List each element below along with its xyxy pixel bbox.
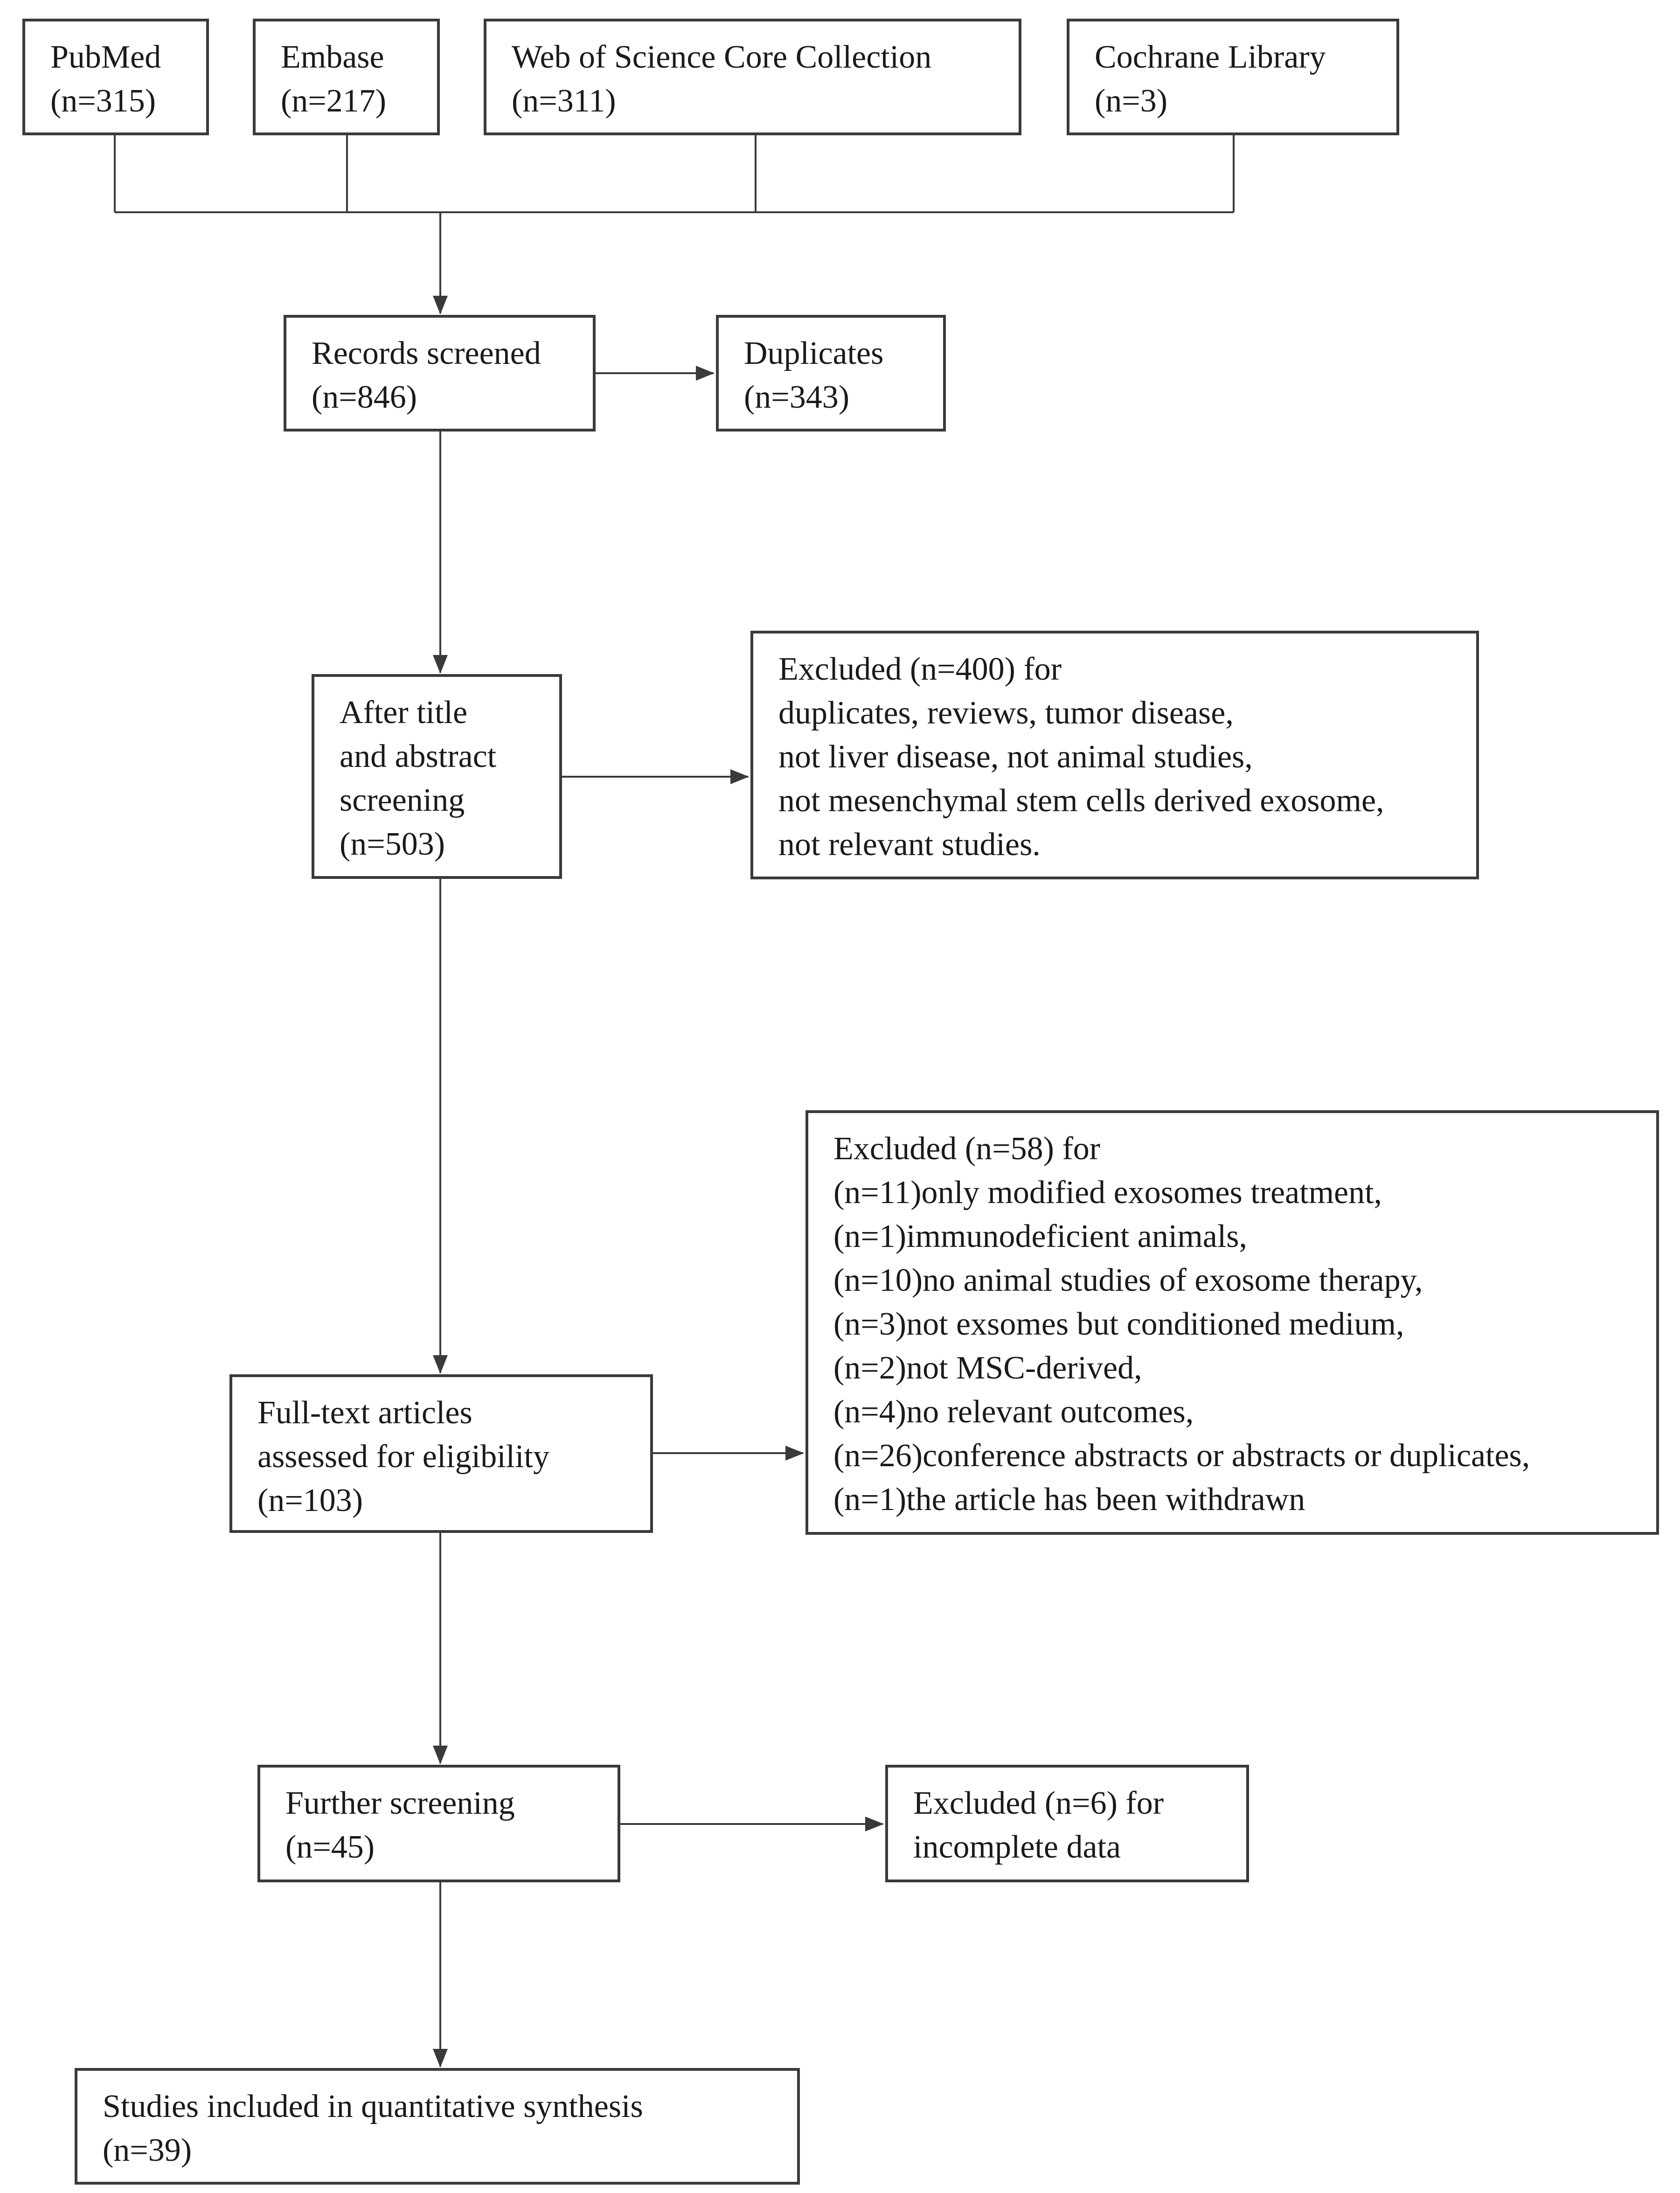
duplicates-count: (n=343) [744,379,850,415]
excluded-second-reason: (n=11)only modified exosomes treatment, [833,1175,1382,1211]
further-screening-box: Further screening (n=45) [257,1765,620,1882]
source-name: PubMed [50,39,161,75]
excluded-first-reason: not liver disease, not animal studies, [778,739,1253,775]
excluded-second-heading: Excluded (n=58) for [833,1131,1101,1167]
title-abstract-line: screening [340,782,465,818]
excluded-first-reason: not mesenchymal stem cells derived exoso… [778,783,1384,819]
title-abstract-line: and abstract [340,738,497,774]
source-count: (n=315) [50,83,156,119]
source-box-web-of-science: Web of Science Core Collection (n=311) [484,19,1021,135]
excluded-second-box: Excluded (n=58) for (n=11)only modified … [805,1110,1659,1535]
source-box-cochrane: Cochrane Library (n=3) [1067,19,1399,135]
excluded-second-reason: (n=4)no relevant outcomes, [833,1394,1194,1430]
included-count: (n=39) [103,2132,192,2168]
source-box-embase: Embase (n=217) [253,19,440,135]
duplicates-box: Duplicates (n=343) [716,315,946,432]
excluded-second-reason: (n=10)no animal studies of exosome thera… [833,1262,1423,1298]
further-screening-count: (n=45) [285,1829,375,1865]
records-screened-label: Records screened [312,335,541,371]
title-abstract-box: After title and abstract screening (n=50… [312,674,562,879]
full-text-box: Full-text articles assessed for eligibil… [229,1374,653,1533]
excluded-first-box: Excluded (n=400) for duplicates, reviews… [750,631,1479,879]
excluded-first-heading: Excluded (n=400) for [778,651,1062,687]
included-label: Studies included in quantitative synthes… [103,2089,643,2124]
source-name: Embase [281,39,384,75]
title-abstract-count: (n=503) [340,826,445,862]
excluded-second-reason: (n=3)not exsomes but conditioned medium, [833,1306,1404,1342]
source-count: (n=217) [281,83,387,119]
records-screened-box: Records screened (n=846) [284,315,596,432]
full-text-line: assessed for eligibility [257,1439,550,1475]
excluded-third-box: Excluded (n=6) for incomplete data [885,1765,1249,1882]
excluded-first-reason: not relevant studies. [778,827,1041,863]
duplicates-label: Duplicates [744,335,884,371]
excluded-second-reason: (n=26)conference abstracts or abstracts … [833,1438,1530,1474]
source-count: (n=311) [512,83,616,119]
records-screened-count: (n=846) [312,379,417,415]
source-name: Web of Science Core Collection [512,39,932,75]
source-box-pubmed: PubMed (n=315) [22,19,209,135]
source-name: Cochrane Library [1095,39,1326,75]
excluded-first-reason: duplicates, reviews, tumor disease, [778,695,1234,731]
excluded-second-reason: (n=1)immunodeficient animals, [833,1218,1248,1254]
title-abstract-line: After title [340,695,468,731]
excluded-second-reason: (n=1)the article has been withdrawn [833,1482,1305,1518]
excluded-third-reason: incomplete data [913,1829,1121,1865]
further-screening-label: Further screening [285,1785,515,1821]
source-count: (n=3) [1095,83,1168,119]
full-text-count: (n=103) [257,1483,363,1518]
excluded-third-heading: Excluded (n=6) for [913,1785,1164,1821]
full-text-line: Full-text articles [257,1395,472,1431]
included-box: Studies included in quantitative synthes… [75,2068,800,2185]
excluded-second-reason: (n=2)not MSC-derived, [833,1350,1142,1386]
